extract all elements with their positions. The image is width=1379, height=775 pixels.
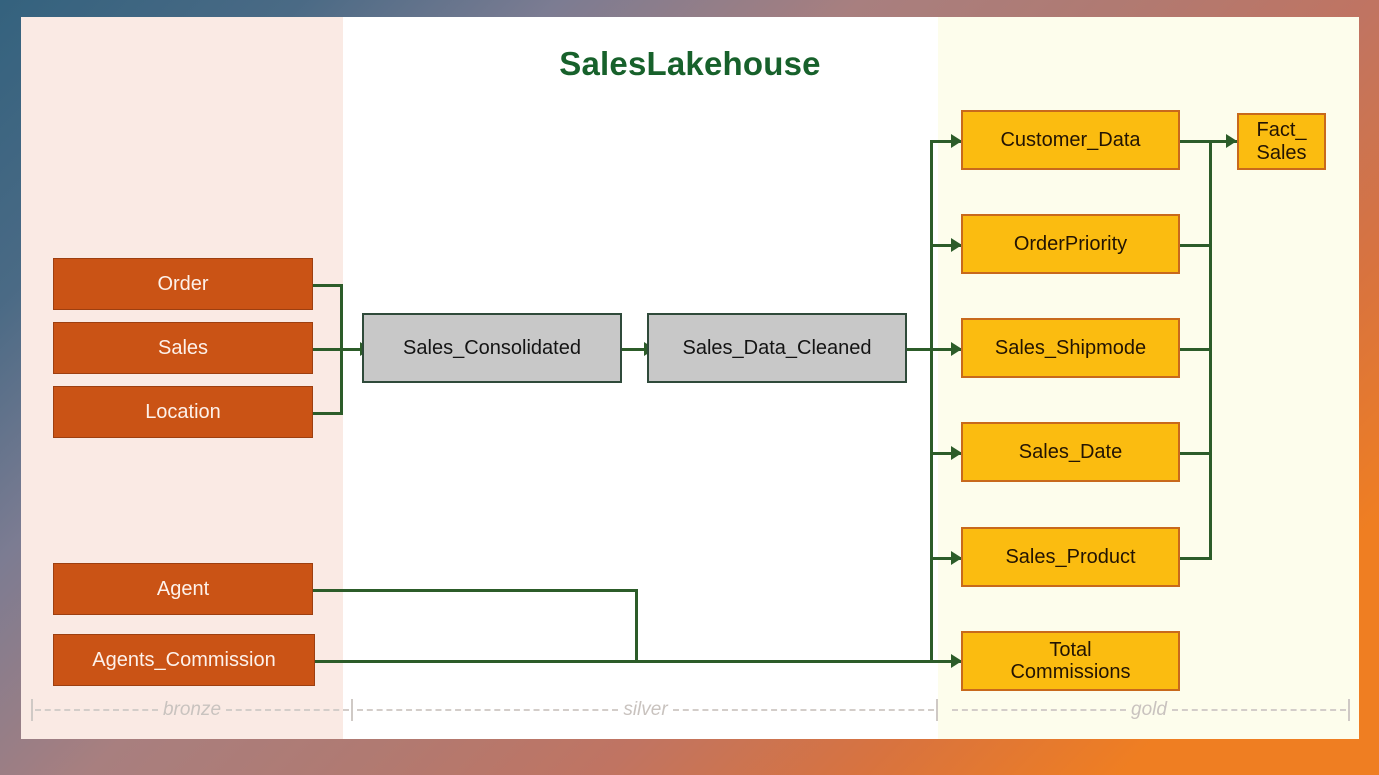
edge-consolidated-to-cleaned xyxy=(622,348,650,351)
node-location[interactable]: Location xyxy=(53,386,313,438)
edge-bus-to-sales-shipmode xyxy=(930,348,962,351)
node-total-commissions[interactable]: Total Commissions xyxy=(961,631,1180,691)
node-label: Location xyxy=(145,400,221,423)
node-label: Customer_Data xyxy=(1000,128,1141,151)
edge-bus-to-sales-date xyxy=(930,452,962,455)
layer-ruler-gold: gold xyxy=(950,699,1351,721)
edge-sales-date-out xyxy=(1180,452,1212,455)
edge-fact-collector-bus xyxy=(1209,140,1212,560)
node-label-line1: Total xyxy=(1049,638,1092,661)
node-label-line2: Sales xyxy=(1256,141,1307,164)
node-label: Order xyxy=(157,272,209,295)
ruler-cap-right xyxy=(936,699,938,721)
edge-agent-elbow xyxy=(635,589,638,661)
node-agent[interactable]: Agent xyxy=(53,563,313,615)
ruler-dash-right xyxy=(1171,709,1347,711)
edge-order-stub xyxy=(313,284,343,287)
layer-label-bronze: bronze xyxy=(162,699,222,720)
edge-sales-stub xyxy=(313,348,343,351)
edge-sales-product-out xyxy=(1180,557,1212,560)
arrowhead-into-sales-product xyxy=(951,551,962,565)
node-label: Sales_Shipmode xyxy=(994,336,1147,359)
ruler-dash-left xyxy=(35,709,158,711)
edge-sales-shipmode-out xyxy=(1180,348,1212,351)
arrowhead-into-sales-date xyxy=(951,446,962,460)
ruler-dash-left xyxy=(357,709,619,711)
edge-bus-to-customer-data xyxy=(930,140,962,143)
node-sales-shipmode[interactable]: Sales_Shipmode xyxy=(961,318,1180,378)
edge-agent-run xyxy=(313,589,638,592)
layer-ruler-silver: silver xyxy=(355,699,938,721)
arrowhead-into-customer-data xyxy=(951,134,962,148)
ruler-cap-right xyxy=(351,699,354,721)
node-label: Sales_Date xyxy=(1018,440,1123,463)
node-label: Sales_Consolidated xyxy=(403,336,581,359)
edge-order-priority-out xyxy=(1180,244,1212,247)
node-order-priority[interactable]: OrderPriority xyxy=(961,214,1180,274)
edge-bus-to-fact-sales xyxy=(1209,140,1237,143)
arrowhead-into-fact-sales xyxy=(1226,134,1237,148)
node-customer-data[interactable]: Customer_Data xyxy=(961,110,1180,170)
edge-bronze-to-consolidated xyxy=(340,348,368,351)
arrowhead-into-total-commissions xyxy=(951,654,962,668)
edge-commission-run xyxy=(313,660,963,663)
node-label: Sales_Data_Cleaned xyxy=(682,336,872,359)
node-sales[interactable]: Sales xyxy=(53,322,313,374)
layer-label-gold: gold xyxy=(1131,699,1167,720)
ruler-cap-right xyxy=(1348,699,1351,721)
node-fact-sales[interactable]: Fact_ Sales xyxy=(1237,113,1326,170)
arrowhead-into-order-priority xyxy=(951,238,962,252)
node-label: Agents_Commission xyxy=(92,648,276,671)
ruler-dash-right xyxy=(226,709,350,711)
node-label: Sales_Product xyxy=(1005,545,1136,568)
edge-customer-data-out xyxy=(1180,140,1212,143)
layer-ruler-bronze: bronze xyxy=(31,699,354,721)
node-label-line1: Fact_ xyxy=(1256,119,1307,142)
ruler-dash-left xyxy=(952,709,1127,711)
edge-location-stub xyxy=(313,412,343,415)
edge-cleaned-to-gold-bus xyxy=(907,348,933,351)
node-sales-product[interactable]: Sales_Product xyxy=(961,527,1180,587)
edge-gold-distribution-bus xyxy=(930,140,933,661)
ruler-dash-right xyxy=(672,709,934,711)
node-label: Sales xyxy=(157,336,209,359)
diagram-canvas: SalesLakehouse xyxy=(21,17,1359,739)
layer-label-silver: silver xyxy=(623,699,668,720)
node-label: Agent xyxy=(156,577,210,600)
arrowhead-into-sales-shipmode xyxy=(951,342,962,356)
edge-bus-to-sales-product xyxy=(930,557,962,560)
edge-bus-to-order-priority xyxy=(930,244,962,247)
layer-band-bronze xyxy=(21,17,343,739)
node-sales-date[interactable]: Sales_Date xyxy=(961,422,1180,482)
node-order[interactable]: Order xyxy=(53,258,313,310)
page-title: SalesLakehouse xyxy=(559,45,821,82)
node-label-line2: Commissions xyxy=(1010,661,1131,683)
node-agents-commission[interactable]: Agents_Commission xyxy=(53,634,315,686)
node-label: OrderPriority xyxy=(1013,232,1128,255)
node-sales-data-cleaned[interactable]: Sales_Data_Cleaned xyxy=(647,313,907,383)
ruler-cap-left xyxy=(31,699,33,721)
node-sales-consolidated[interactable]: Sales_Consolidated xyxy=(362,313,622,383)
